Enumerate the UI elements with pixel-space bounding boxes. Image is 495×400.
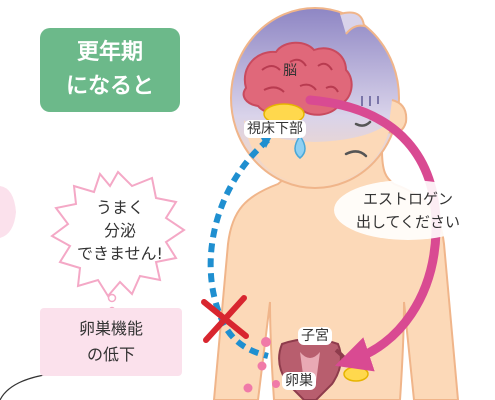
hair-tuft: [339, 11, 366, 35]
egg-dot: [272, 380, 280, 388]
reply-line-1: うまく: [95, 198, 144, 217]
status-line-2: の低下: [86, 345, 135, 364]
title-box: 更年期 になると: [40, 28, 180, 112]
brain-folds: [261, 58, 339, 93]
partial-curve-bottom: [0, 373, 51, 400]
brain: [242, 41, 353, 116]
egg-dot: [261, 337, 271, 347]
egg-dot: [243, 383, 253, 393]
partial-bubble-left: [0, 186, 16, 238]
egg-dot: [257, 361, 267, 371]
reply-text: うまく 分泌 できません!: [60, 196, 180, 265]
spiky-speech-bubble: [50, 170, 186, 298]
eye: [354, 120, 372, 127]
status-box: 卵巣機能 の低下: [40, 308, 182, 376]
speech-line-2: 出してください: [355, 213, 461, 231]
speech-text: エストロゲン 出してください: [340, 188, 476, 234]
reply-line-3: できません!: [77, 244, 163, 263]
feedback-arrow-blue: [207, 137, 270, 359]
brain-label: 脳: [283, 63, 297, 79]
speech-line-1: エストロゲン: [362, 190, 453, 208]
mouth: [344, 150, 368, 158]
reply-line-2: 分泌: [103, 221, 136, 240]
blocked-cross-icon: [201, 295, 249, 343]
worry-lines: [361, 96, 379, 106]
uterus-label: 子宮: [298, 327, 332, 345]
ovary-label: 卵巣: [282, 372, 316, 390]
title-line-1: 更年期: [76, 40, 143, 65]
title-line-2: になると: [65, 74, 154, 99]
hypothalamus-label: 視床下部: [244, 120, 306, 138]
sweat-drop: [294, 134, 306, 159]
bubble-tail-dot: [107, 293, 117, 303]
message-bubble: [334, 180, 482, 240]
ovary-organ: [343, 366, 369, 382]
face: [244, 120, 392, 186]
status-line-1: 卵巣機能: [78, 319, 143, 338]
